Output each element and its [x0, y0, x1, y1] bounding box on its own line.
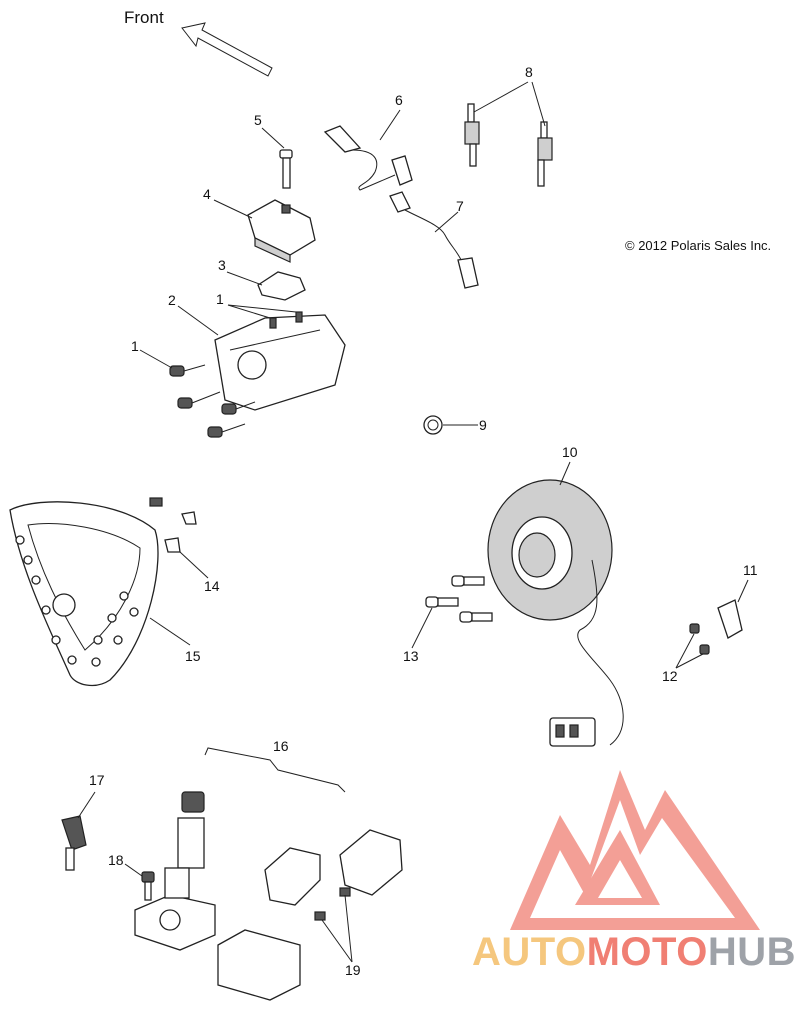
front-direction-label: Front: [124, 8, 164, 27]
part-bolts-1: [169, 311, 303, 438]
callout-8: 8: [525, 64, 533, 80]
callout-12: 12: [662, 668, 678, 684]
callout-1-left: 1: [131, 338, 139, 354]
callout-11: 11: [743, 562, 758, 578]
part-clip-9: [423, 415, 443, 435]
front-arrow: [181, 22, 273, 77]
part-bracket-3: [257, 271, 306, 301]
callout-2: 2: [168, 292, 176, 308]
watermark-part-auto: AUTO: [472, 930, 587, 974]
callout-17: 17: [89, 772, 105, 788]
part-screw-18: [141, 871, 155, 901]
part-key-17: [61, 815, 87, 871]
callout-5: 5: [254, 112, 262, 128]
watermark-part-hub: HUB: [707, 930, 797, 974]
part-plug-lead-7: [389, 191, 479, 289]
part-plug-lead-6: [323, 125, 413, 191]
part-screws-19: [314, 887, 351, 921]
part-ignition-switch-16: [134, 747, 403, 1001]
part-ignition-coil-4: [247, 199, 316, 263]
callout-3: 3: [218, 257, 226, 273]
part-grille-panel-15: [9, 501, 159, 687]
part-stator-10: [487, 479, 624, 747]
callout-19: 19: [345, 962, 361, 978]
callout-14: 14: [204, 578, 220, 594]
part-clips-14: [149, 497, 197, 553]
watermark-brand: AUTOMOTOHUB: [472, 930, 796, 975]
callout-15: 15: [185, 648, 201, 664]
callout-13: 13: [403, 648, 419, 664]
part-sensor-11: [717, 599, 743, 639]
part-spark-plugs-8: [464, 103, 553, 187]
part-screws-12: [689, 623, 710, 655]
part-bolts-13: [425, 575, 493, 623]
callout-4: 4: [203, 186, 211, 202]
callout-10: 10: [562, 444, 578, 460]
callout-16: 16: [273, 738, 289, 754]
leader-lines: [77, 81, 749, 963]
watermark-part-moto: MOTO: [586, 930, 708, 974]
watermark-logo: [510, 770, 760, 930]
copyright-notice: © 2012 Polaris Sales Inc.: [625, 238, 772, 253]
callout-18: 18: [108, 852, 124, 868]
callout-1-upper: 1: [216, 291, 224, 307]
part-bolt-5: [279, 149, 293, 189]
part-mounting-bracket-2: [214, 314, 346, 411]
callout-9: 9: [479, 417, 487, 433]
callout-6: 6: [395, 92, 403, 108]
callout-7: 7: [456, 198, 464, 214]
